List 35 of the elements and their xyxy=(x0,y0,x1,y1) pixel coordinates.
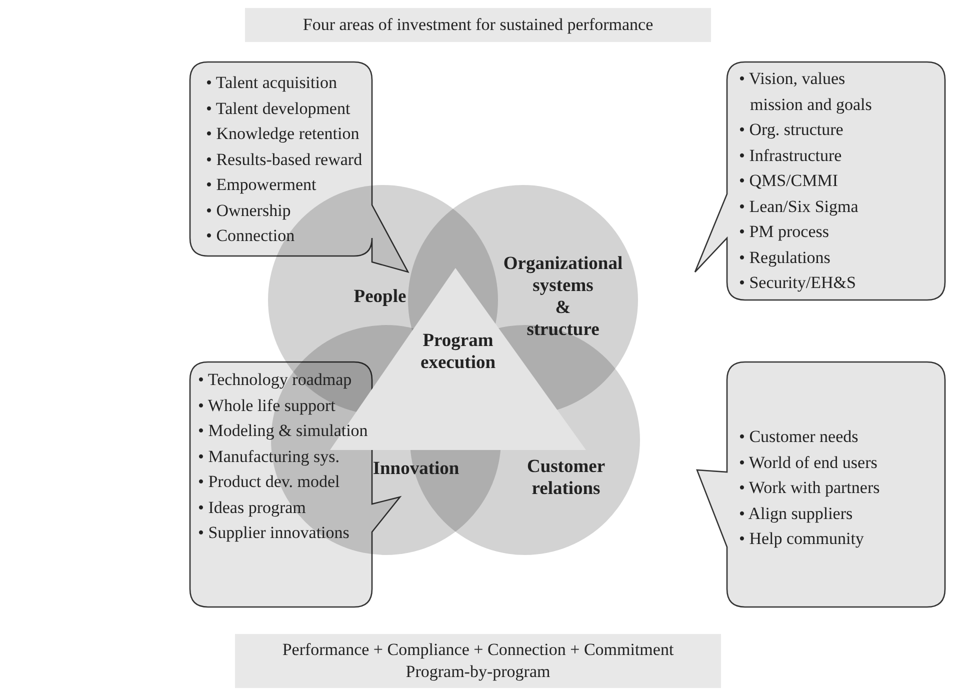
title-text: Four areas of investment for sustained performance xyxy=(302,14,654,36)
bullet-item: • Results-based reward xyxy=(206,148,364,170)
area-label: Organizational systems & structure xyxy=(502,253,624,341)
bullet-item: • Empowerment xyxy=(206,174,318,196)
bullet-item: • Whole life support xyxy=(198,394,336,417)
bullet-item: • Supplier innovations xyxy=(198,522,350,544)
bullet-item: • Org. structure xyxy=(739,119,844,141)
bullet-item: • Align suppliers xyxy=(739,502,854,525)
bullet-item: • Lean/Six Sigma xyxy=(739,196,860,218)
bullet-item: • Connection xyxy=(206,225,296,247)
bullet-item: • Regulations xyxy=(739,246,832,269)
bullet-item: • Infrastructure xyxy=(739,144,843,166)
bullet-item: • Talent acquisition xyxy=(206,72,338,94)
bullet-item: • Customer needs xyxy=(739,426,860,448)
bullet-item: • Technology roadmap xyxy=(198,369,353,391)
bullet-item: • World of end users xyxy=(739,452,878,474)
bullet-item: • Modeling & simulation xyxy=(198,420,368,442)
center-label: Program execution xyxy=(419,330,496,374)
bullet-item: • Work with partners xyxy=(739,477,881,499)
area-label: People xyxy=(352,286,408,308)
bullet-item: • Manufacturing sys. xyxy=(198,446,340,468)
bullet-item: • Vision, values mission and goals xyxy=(739,68,873,116)
bullet-item: • Ideas program xyxy=(198,496,307,519)
bullet-item: • PM process xyxy=(739,221,830,243)
summary-text: Program-by-program xyxy=(404,661,552,683)
bullet-item: • Security/EH&S xyxy=(739,272,857,294)
bullet-item: • QMS/CMMI xyxy=(739,170,840,192)
bullet-item: • Talent development xyxy=(206,98,352,120)
area-label: Customer relations xyxy=(526,456,606,500)
bullet-item: • Product dev. model xyxy=(198,471,341,493)
summary-text: Performance + Compliance + Connection + Commitment xyxy=(281,639,675,661)
bullet-item: • Help community xyxy=(739,528,865,550)
area-label: Innovation xyxy=(372,458,460,480)
bullet-item: • Knowledge retention xyxy=(206,123,360,145)
bullet-item: • Ownership xyxy=(206,200,292,222)
